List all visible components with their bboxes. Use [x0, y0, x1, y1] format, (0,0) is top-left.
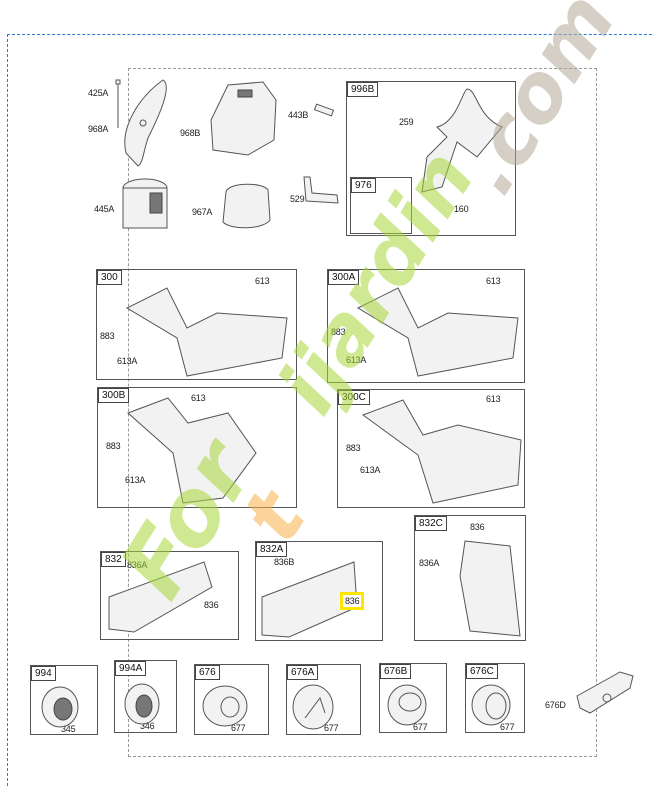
- part-label-346[interactable]: 346: [140, 721, 155, 731]
- panel-300c[interactable]: 300C 613 883 613A: [337, 389, 525, 508]
- part-label-445a[interactable]: 445A: [94, 204, 115, 214]
- panel-tag: 300B: [98, 388, 130, 403]
- air-intake-icon: [421, 88, 503, 193]
- panel-832c[interactable]: 832C 836 836A: [414, 515, 526, 641]
- part-label-613[interactable]: 613: [486, 394, 501, 404]
- muffler-icon: [361, 399, 522, 504]
- panel-994[interactable]: 994 345: [30, 665, 98, 735]
- panel-676b[interactable]: 676B 677: [379, 663, 447, 733]
- part-label-883[interactable]: 883: [331, 327, 346, 337]
- panel-tag: 832C: [415, 516, 447, 531]
- part-label-677[interactable]: 677: [500, 722, 515, 732]
- panel-tag: 832: [101, 552, 126, 567]
- part-label-836-highlighted[interactable]: 836: [340, 592, 365, 610]
- panel-832[interactable]: 832 836A 836: [100, 551, 239, 640]
- outer-frame: [7, 34, 652, 786]
- panel-300b[interactable]: 300B 613 883 613A: [97, 387, 297, 508]
- part-label-836a[interactable]: 836A: [127, 560, 148, 570]
- muffler-guard-icon: [108, 561, 213, 633]
- muffler-guard-icon: [261, 561, 358, 638]
- muffler-icon: [127, 397, 257, 504]
- panel-tag: 994: [31, 666, 56, 681]
- panel-994a[interactable]: 994A 346: [114, 660, 177, 733]
- part-label-613[interactable]: 613: [191, 393, 206, 403]
- panel-676c[interactable]: 676C 677: [465, 663, 525, 733]
- spark-arrestor-icon: [292, 684, 334, 730]
- elbow-tube-icon: [303, 176, 339, 204]
- deflector-icon: [124, 683, 160, 725]
- panel-tag: 994A: [115, 661, 147, 676]
- part-label-676d[interactable]: 676D: [545, 700, 566, 710]
- part-label-836[interactable]: 836: [470, 522, 485, 532]
- part-label-613a[interactable]: 613A: [125, 475, 146, 485]
- bolt-icon: [115, 79, 121, 128]
- exhaust-extension-icon: [576, 671, 634, 714]
- panel-tag: 300C: [338, 390, 370, 405]
- panel-tag: 676C: [466, 664, 498, 679]
- pin-icon: [313, 103, 335, 117]
- part-label-345[interactable]: 345: [61, 724, 76, 734]
- panel-tag: 300: [97, 270, 122, 285]
- part-label-677[interactable]: 677: [413, 722, 428, 732]
- panel-tag: 996B: [347, 82, 379, 97]
- spark-arrestor-icon: [387, 684, 427, 726]
- muffler-guard-icon: [459, 540, 521, 637]
- part-label-968a[interactable]: 968A: [88, 124, 109, 134]
- part-label-160[interactable]: 160: [454, 204, 469, 214]
- pre-cleaner-icon: [222, 183, 271, 229]
- panel-676[interactable]: 676 677: [194, 664, 269, 735]
- part-label-677[interactable]: 677: [231, 723, 246, 733]
- panel-tag: 300A: [328, 270, 360, 285]
- panel-tag: 676B: [380, 664, 412, 679]
- part-label-613a[interactable]: 613A: [117, 356, 138, 366]
- panel-tag: 976: [351, 178, 376, 193]
- part-label-836a[interactable]: 836A: [419, 558, 440, 568]
- part-label-883[interactable]: 883: [100, 331, 115, 341]
- part-label-613a[interactable]: 613A: [360, 465, 381, 475]
- panel-tag: 832A: [256, 542, 288, 557]
- panel-976[interactable]: 976: [350, 177, 412, 234]
- air-cleaner-cover-icon: [124, 79, 167, 167]
- part-label-836[interactable]: 836: [204, 600, 219, 610]
- spark-arrestor-icon: [471, 684, 511, 726]
- part-label-883[interactable]: 883: [106, 441, 121, 451]
- panel-676a[interactable]: 676A 677: [286, 664, 361, 735]
- part-label-677[interactable]: 677: [324, 723, 339, 733]
- part-label-968b[interactable]: 968B: [180, 128, 201, 138]
- muffler-icon: [356, 287, 519, 377]
- part-label-529[interactable]: 529: [290, 194, 305, 204]
- part-label-613[interactable]: 613: [486, 276, 501, 286]
- blower-housing-cover-icon: [210, 81, 277, 156]
- muffler-icon: [125, 287, 288, 377]
- panel-300[interactable]: 300 613 883 613A: [96, 269, 297, 380]
- part-label-836b[interactable]: 836B: [274, 557, 295, 567]
- part-label-613a[interactable]: 613A: [346, 355, 367, 365]
- panel-996b[interactable]: 996B 259 160 976: [346, 81, 516, 236]
- part-label-443b[interactable]: 443B: [288, 110, 309, 120]
- panel-tag: 676: [195, 665, 220, 680]
- panel-tag: 676A: [287, 665, 319, 680]
- panel-300a[interactable]: 300A 613 883 613A: [327, 269, 525, 383]
- spark-arrestor-icon: [202, 685, 248, 727]
- part-label-883[interactable]: 883: [346, 443, 361, 453]
- part-label-425a[interactable]: 425A: [88, 88, 109, 98]
- air-filter-icon: [122, 178, 168, 229]
- part-label-613[interactable]: 613: [255, 276, 270, 286]
- part-label-967a[interactable]: 967A: [192, 207, 213, 217]
- deflector-icon: [41, 686, 79, 728]
- part-label-259[interactable]: 259: [399, 117, 414, 127]
- panel-832a[interactable]: 832A 836B 836: [255, 541, 383, 641]
